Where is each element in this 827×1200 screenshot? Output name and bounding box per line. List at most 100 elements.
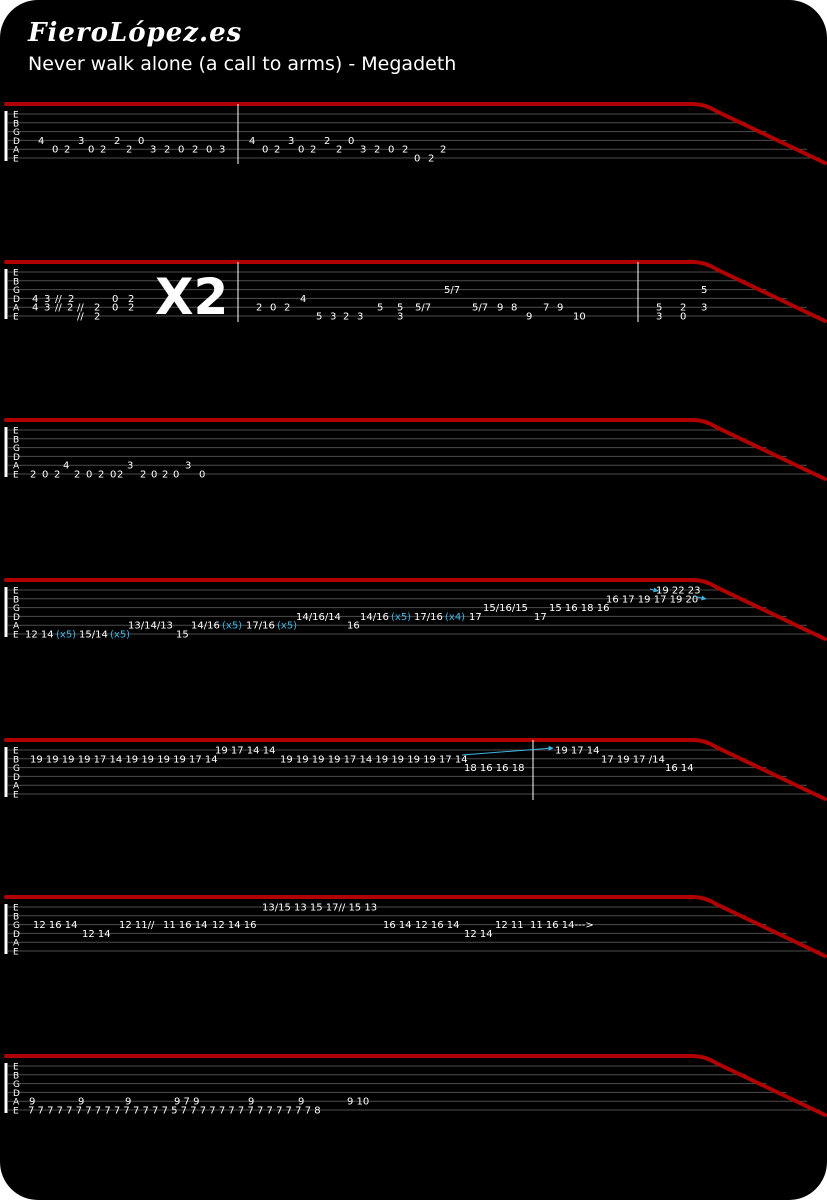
fret-number: 2 [94, 312, 100, 323]
string-label: G [13, 921, 20, 931]
fret-number: 4 [32, 303, 38, 314]
string-label: E [13, 791, 19, 801]
fret-number: 2 [274, 145, 280, 156]
fret-number: 15/16/15 [483, 603, 528, 614]
fret-number: 10 [573, 312, 586, 323]
fret-number: 0 [348, 136, 354, 147]
fret-number: 12 14 [82, 929, 111, 940]
fret-number: 19 22 23 [656, 586, 701, 597]
fret-number: 19 17 14 [555, 746, 600, 757]
string-label: G [13, 286, 20, 296]
string-label: B [13, 755, 19, 765]
fret-number: 2 [402, 145, 408, 156]
fret-number: // [77, 312, 84, 323]
fret-number: 12 11// [119, 920, 155, 931]
fret-number: // [55, 303, 62, 314]
fret-number: 0 [42, 470, 48, 481]
string-label: D [13, 295, 20, 305]
fret-number: 3 [127, 461, 133, 472]
fret-number: 2 [128, 294, 134, 305]
string-label: B [13, 1071, 19, 1081]
fret-number: 2 [256, 303, 262, 314]
fret-number: 2 [374, 145, 380, 156]
fret-number: 12 11 [495, 920, 524, 931]
fret-number: 12 14 16 [212, 920, 257, 931]
fret-number: 15 [176, 630, 189, 641]
fret-number: 5/7 [444, 285, 460, 296]
fret-number: 16 14 [665, 763, 694, 774]
fret-number: 5 [701, 285, 707, 296]
fret-number: 4 [300, 294, 306, 305]
fret-number: 8 [511, 303, 517, 314]
string-label: B [13, 277, 19, 287]
repeat-annotation: (x5) [56, 630, 76, 641]
fret-number: 0 [262, 145, 268, 156]
string-label: A [13, 622, 20, 632]
fret-number: 0 [112, 294, 118, 305]
string-label: G [13, 604, 20, 614]
fret-number: 13/14/13 [128, 621, 173, 632]
fret-number: 9 [125, 1097, 131, 1108]
staff-top-rail [4, 418, 827, 481]
staff-top-rail [4, 578, 827, 641]
fret-number: 0 [414, 154, 420, 165]
fret-number: 16 17 19 17 19 20 [606, 594, 698, 605]
fret-number: 2 [114, 136, 120, 147]
fret-number: 3 [44, 303, 50, 314]
string-label: A [13, 1098, 20, 1108]
fret-number: 12 14 [464, 929, 493, 940]
fret-number: 9 [248, 1097, 254, 1108]
staff-top-rail [4, 1054, 827, 1117]
string-label: E [13, 631, 19, 641]
string-label: E [13, 904, 19, 914]
fret-number: 12 16 14 [415, 920, 460, 931]
fret-number: 0 [151, 470, 157, 481]
string-label: B [13, 435, 19, 445]
fret-number: 14/16 [191, 621, 220, 632]
fret-number: 2 [30, 470, 36, 481]
fret-number: 0 [112, 303, 118, 314]
string-label: G [13, 764, 20, 774]
string-label: E [13, 155, 19, 165]
string-label: A [13, 939, 20, 949]
fret-number: 2 [324, 136, 330, 147]
fret-number: 0 [206, 145, 212, 156]
fret-number: 0 [270, 303, 276, 314]
fret-number: 2 [284, 303, 290, 314]
fret-number: 14/16/14 [296, 612, 341, 623]
fret-number: 4 [32, 294, 38, 305]
fret-number: 2 [428, 154, 434, 165]
fret-number: 19 19 19 19 17 14 19 19 19 19 17 14 [30, 754, 218, 765]
string-label: E [13, 1063, 19, 1073]
fret-number: 0 [110, 470, 116, 481]
string-label: D [13, 137, 20, 147]
string-label: E [13, 427, 19, 437]
fret-number: 0 [680, 312, 686, 323]
fret-number: 19 19 19 19 17 14 19 19 19 19 17 14 [280, 754, 468, 765]
fret-number: 9 [298, 1097, 304, 1108]
fret-number: 2 [164, 145, 170, 156]
string-label: B [13, 912, 19, 922]
fret-number: 0 [173, 470, 179, 481]
repeat-marker: X2 [155, 268, 228, 326]
fret-number: 3 [357, 312, 363, 323]
fret-number: 12 16 14 [33, 920, 78, 931]
fret-number: 2 [64, 145, 70, 156]
fret-number: 0 [52, 145, 58, 156]
fret-number: 19 17 14 14 [215, 746, 275, 757]
site-logo: FieroLópez.es [28, 18, 243, 48]
fret-number: 2 [192, 145, 198, 156]
repeat-annotation: (x5) [222, 621, 242, 632]
string-label: A [13, 304, 20, 314]
song-title: Never walk alone (a call to arms) - Mega… [28, 53, 457, 75]
string-label: G [13, 128, 20, 138]
staff-top-rail [4, 738, 827, 801]
repeat-annotation: (x5) [391, 612, 411, 623]
string-label: G [13, 1080, 20, 1090]
string-label: D [13, 453, 20, 463]
